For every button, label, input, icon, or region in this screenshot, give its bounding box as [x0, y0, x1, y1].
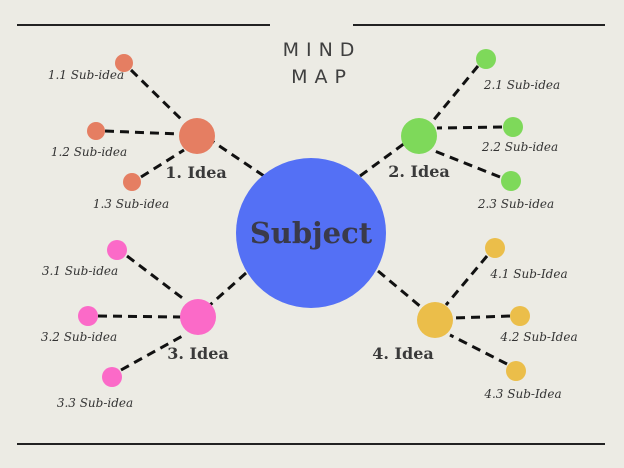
- idea-4-sub-3-label: 4.3 Sub-Idea: [483, 387, 561, 401]
- connector-idea-1-sub-2: [104, 129, 180, 136]
- idea-2-sub-2-node: [503, 117, 523, 137]
- idea-1-node: [179, 118, 215, 154]
- connector-idea-3-sub-3: [120, 332, 187, 372]
- idea-3-sub-2-node: [78, 306, 98, 326]
- connector-idea-4-sub-3: [449, 333, 508, 366]
- connector-idea-2-sub-1: [430, 65, 480, 123]
- idea-4-sub-3-node: [506, 361, 526, 381]
- idea-3-node: [180, 299, 216, 335]
- connector-subject-idea-3: [209, 271, 247, 307]
- idea-2-sub-3-node: [501, 171, 521, 191]
- idea-1-sub-3-node: [123, 173, 141, 191]
- idea-3-sub-1-node: [107, 240, 127, 260]
- idea-1-sub-1-label: 1.1 Sub-idea: [48, 68, 124, 82]
- idea-3-label: 3. Idea: [167, 344, 229, 363]
- idea-3-sub-3-node: [102, 367, 122, 387]
- idea-2-sub-1-label: 2.1 Sub-idea: [483, 78, 560, 92]
- connector-idea-2-sub-2: [436, 125, 503, 130]
- connector-idea-2-sub-3: [431, 148, 501, 179]
- idea-1-sub-3-label: 1.3 Sub-idea: [93, 197, 169, 211]
- connector-idea-4-sub-1: [444, 255, 489, 306]
- idea-4-sub-1-node: [485, 238, 505, 258]
- idea-1-sub-2-label: 1.2 Sub-idea: [51, 145, 127, 159]
- connector-subject-idea-4: [377, 269, 422, 309]
- idea-1-sub-1-node: [115, 54, 133, 72]
- connector-idea-4-sub-2: [453, 314, 511, 320]
- idea-1-label: 1. Idea: [165, 163, 227, 182]
- idea-3-sub-2-label: 3.2 Sub-idea: [41, 330, 117, 344]
- subject-label: Subject: [250, 216, 373, 250]
- idea-4-sub-2-node: [510, 306, 530, 326]
- idea-3-sub-3-label: 3.3 Sub-idea: [57, 396, 133, 410]
- connector-subject-idea-1: [211, 139, 265, 178]
- title-line-1: MIND: [283, 39, 362, 61]
- connector-idea-3-sub-1: [126, 254, 186, 302]
- idea-2-label: 2. Idea: [388, 162, 450, 181]
- connector-subject-idea-2: [359, 141, 406, 178]
- connector-idea-3-sub-2: [97, 314, 182, 319]
- idea-2-sub-2-label: 2.2 Sub-idea: [481, 140, 558, 154]
- idea-3-sub-1-label: 3.1 Sub-idea: [42, 264, 118, 278]
- idea-2-node: [401, 118, 437, 154]
- title-line-2: MAP: [291, 66, 353, 88]
- subject-node: [236, 158, 386, 308]
- idea-4-label: 4. Idea: [372, 344, 434, 363]
- idea-1-sub-2-node: [87, 122, 105, 140]
- idea-2-sub-1-node: [476, 49, 496, 69]
- idea-4-sub-2-label: 4.2 Sub-Idea: [499, 330, 577, 344]
- idea-4-node: [417, 302, 453, 338]
- idea-2-sub-3-label: 2.3 Sub-idea: [477, 197, 554, 211]
- connector-idea-1-sub-3: [140, 148, 185, 179]
- connector-idea-1-sub-1: [129, 68, 186, 124]
- idea-4-sub-1-label: 4.1 Sub-Idea: [489, 267, 567, 281]
